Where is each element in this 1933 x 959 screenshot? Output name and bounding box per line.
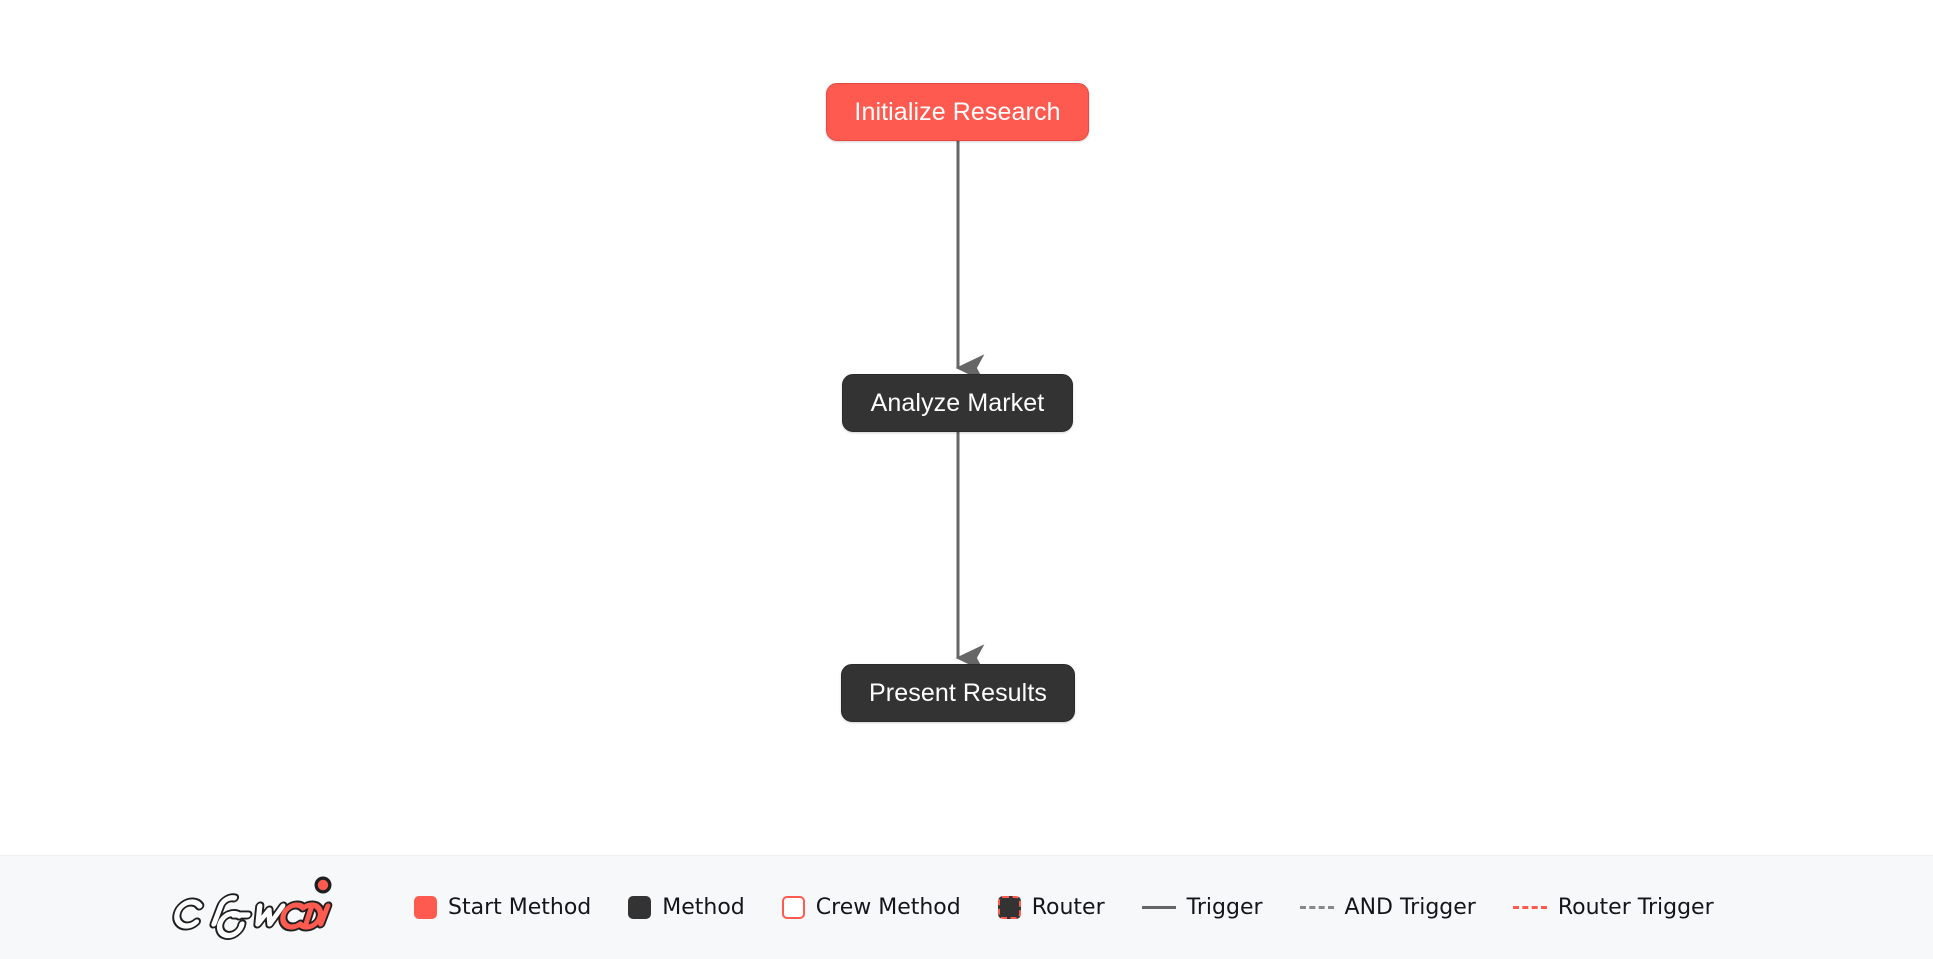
legend-item-start-method: Start Method (414, 896, 591, 919)
method-swatch-icon (628, 896, 652, 919)
and-trigger-line-icon (1299, 906, 1334, 909)
legend-item-trigger: Trigger (1141, 894, 1263, 920)
legend-items: Start Method Method Crew Method Router T… (414, 896, 1714, 919)
legend-item-label: Start Method (448, 894, 592, 920)
legend-item-label: Crew Method (815, 894, 961, 920)
crew-method-swatch-icon (781, 896, 805, 919)
legend-item-label: Router (1031, 894, 1105, 920)
router-trigger-line-icon (1512, 906, 1547, 909)
legend-item-label: Trigger (1186, 894, 1263, 920)
legend-item-router: Router (997, 894, 1105, 920)
flow-node-initialize-research[interactable]: Initialize Research (826, 83, 1089, 141)
legend-item-method: Method (628, 896, 745, 919)
flow-node-analyze-market[interactable]: Analyze Market (842, 374, 1073, 432)
legend-item-label: Router Trigger (1557, 894, 1714, 920)
router-swatch-icon (997, 896, 1021, 919)
flow-node-label: Present Results (869, 678, 1047, 707)
flow-node-label: Initialize Research (854, 97, 1061, 126)
legend-item-label: Method (662, 894, 745, 920)
crewai-logo (172, 876, 333, 940)
legend-item-and-trigger: AND Trigger (1299, 894, 1476, 920)
flow-node-present-results[interactable]: Present Results (841, 664, 1075, 722)
start-method-swatch-icon (414, 896, 437, 919)
legend-item-label: AND Trigger (1344, 894, 1476, 920)
trigger-line-icon (1141, 906, 1176, 909)
legend-bar: Start Method Method Crew Method Router T… (0, 855, 1933, 959)
flow-canvas[interactable]: Initialize Research Analyze Market Prese… (0, 0, 1933, 855)
flow-node-label: Analyze Market (870, 388, 1045, 417)
legend-item-router-trigger: Router Trigger (1512, 894, 1714, 920)
legend-item-crew-method: Crew Method (781, 894, 961, 920)
